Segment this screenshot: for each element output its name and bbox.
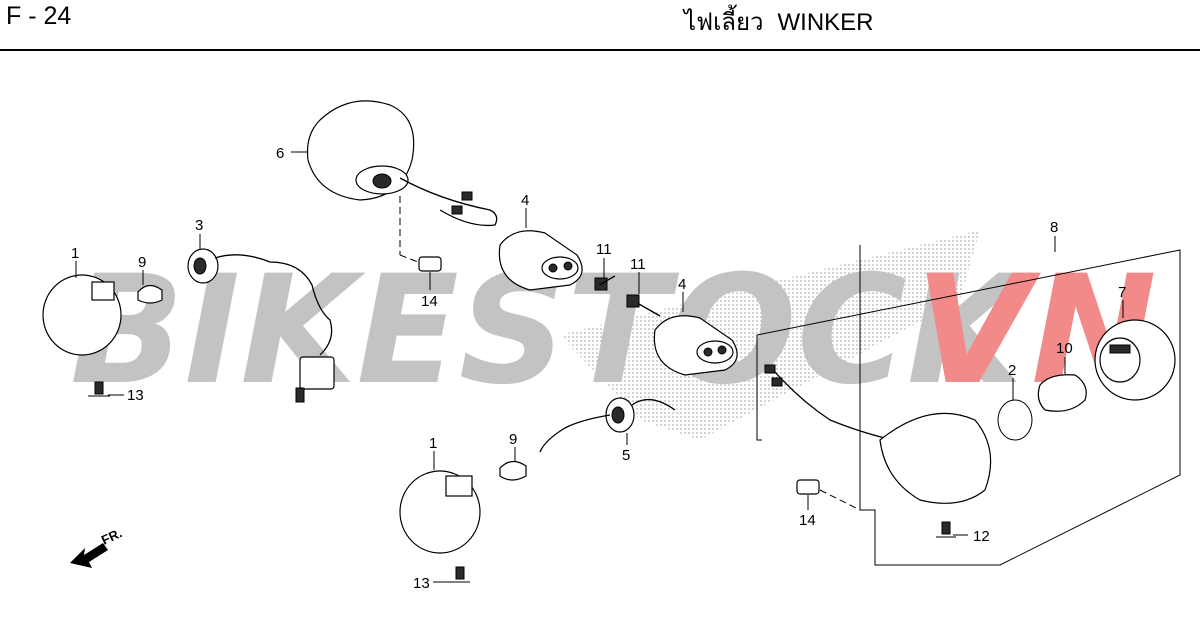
callout-13-upper: 13 (127, 387, 144, 404)
part-5-socket-harness (539, 397, 676, 453)
part-13-screw-upper (88, 381, 110, 397)
callout-9-lower: 9 (509, 431, 517, 448)
assembly-outline-8 (756, 236, 1181, 566)
callout-6: 6 (276, 145, 284, 162)
watermark-dot-pattern (560, 230, 980, 440)
front-direction-arrow: FR. (70, 525, 124, 568)
part-14-screw-lower (796, 479, 861, 511)
callout-11-lower: 11 (630, 256, 646, 273)
watermark: BIKESTOCK VN (70, 230, 1157, 440)
callout-7: 7 (1118, 284, 1126, 301)
part-3-socket-harness (187, 248, 335, 403)
page-title-thai: ไฟเลี้ยว (684, 9, 764, 36)
callout-4-lower: 4 (678, 276, 686, 293)
page-title-english: WINKER (777, 9, 874, 36)
part-14-screw-upper (399, 196, 442, 272)
callout-12: 12 (973, 528, 990, 545)
callout-1-upper: 1 (71, 245, 79, 262)
part-11-bolt-lower (626, 294, 661, 317)
part-6-winker-housing (306, 100, 498, 227)
part-4-rubber-mount-lower (653, 315, 738, 376)
leader-lines (75, 151, 1124, 583)
part-7-winker-base (1094, 319, 1176, 401)
callout-11-upper: 11 (596, 241, 612, 258)
part-12-screw (936, 521, 956, 538)
callout-13-lower: 13 (413, 575, 430, 592)
part-8-winker-assembly-body (764, 364, 992, 504)
part-11-bolt-upper (594, 275, 616, 291)
header-rule (0, 49, 1200, 51)
page-title: ไฟเลี้ยว WINKER (684, 2, 874, 41)
part-10-bulb (1037, 374, 1087, 412)
part-4-rubber-mount-upper (498, 230, 583, 291)
part-9-bulb-upper (137, 284, 163, 304)
callout-9-upper: 9 (138, 254, 146, 271)
page-code: F - 24 (6, 2, 72, 30)
callout-14-lower: 14 (799, 512, 816, 529)
callout-10: 10 (1056, 340, 1073, 357)
callout-1-lower: 1 (429, 435, 437, 452)
part-9-bulb-lower (499, 460, 527, 481)
callout-5: 5 (622, 447, 630, 464)
callout-8: 8 (1050, 219, 1058, 236)
callout-3: 3 (195, 217, 203, 234)
callout-numbers: 6 3 4 4 8 7 1 9 11 11 10 2 14 13 9 1 5 1… (71, 145, 1126, 592)
callout-4-upper: 4 (521, 192, 529, 209)
part-2-o-ring (997, 399, 1033, 441)
callout-14-upper: 14 (421, 293, 438, 310)
part-1-lens-lower (399, 470, 481, 554)
part-13-screw-lower (450, 566, 470, 583)
callout-2: 2 (1008, 362, 1016, 379)
part-1-lens-upper (42, 274, 122, 356)
front-direction-label: FR. (99, 525, 124, 547)
